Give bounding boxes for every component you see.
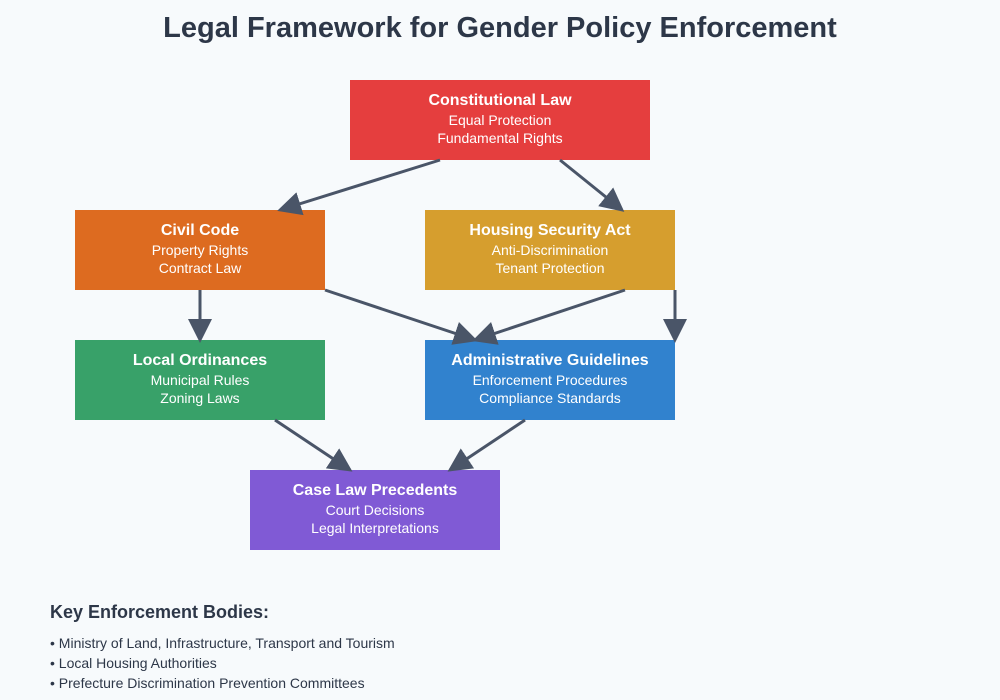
node-subtitle: Enforcement Procedures [473,372,628,388]
node-box [250,470,500,550]
node-subtitle: Court Decisions [326,502,425,518]
node-title: Case Law Precedents [293,482,458,499]
arrow [472,288,626,345]
node-subtitle: Anti-Discrimination [492,242,609,258]
arrow [324,288,478,345]
node-subtitle: Contract Law [159,260,242,276]
node-subtitle: Fundamental Rights [437,130,562,146]
node-box [75,340,325,420]
enforcement-bodies-heading: Key Enforcement Bodies: [50,602,270,622]
node-subtitle: Compliance Standards [479,390,621,406]
list-item: • Prefecture Discrimination Prevention C… [50,675,365,691]
node-subtitle: Zoning Laws [160,390,239,406]
node-box [425,210,675,290]
node-subtitle: Equal Protection [449,112,552,128]
node-box [75,210,325,290]
node-subtitle: Municipal Rules [151,372,250,388]
arrow [447,418,526,472]
list-item: • Local Housing Authorities [50,655,217,671]
arrow [274,418,353,472]
node-title: Administrative Guidelines [451,352,648,369]
node-subtitle: Legal Interpretations [311,520,439,536]
enforcement-bodies-list: • Ministry of Land, Infrastructure, Tran… [50,633,395,693]
node-title: Constitutional Law [428,92,572,109]
node-box [425,340,675,420]
node-subtitle: Tenant Protection [496,260,605,276]
node-box [350,80,650,160]
node-subtitle: Property Rights [152,242,248,258]
enforcement-bodies-section: Key Enforcement Bodies: • Ministry of La… [50,602,395,693]
list-item: • Ministry of Land, Infrastructure, Tran… [50,635,395,651]
node-title: Local Ordinances [133,352,267,369]
arrow [559,158,625,212]
page-title: Legal Framework for Gender Policy Enforc… [163,12,837,44]
node-title: Housing Security Act [469,222,631,239]
arrow [277,158,441,216]
node-title: Civil Code [161,222,239,239]
node-housing: Housing Security ActAnti-DiscriminationT… [425,210,675,290]
